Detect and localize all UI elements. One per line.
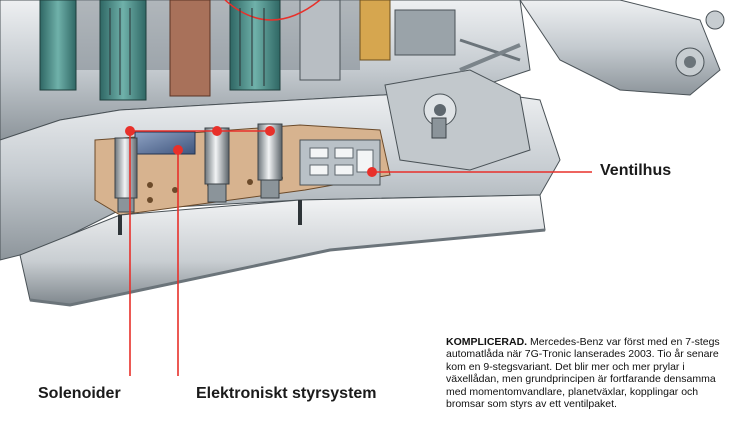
solenoid-1 bbox=[114, 137, 138, 213]
caption-lead: KOMPLICERAD. bbox=[446, 336, 528, 348]
caption: KOMPLICERAD. Mercedes-Benz var först med… bbox=[446, 336, 738, 410]
label-elektroniskt-styrsystem: Elektroniskt styrsystem bbox=[196, 385, 377, 402]
label-ventilhus: Ventilhus bbox=[600, 162, 672, 179]
planetary-gear-set bbox=[39, 0, 456, 101]
solenoid-valves bbox=[114, 123, 283, 213]
callout-dots bbox=[125, 126, 377, 177]
callout-lines bbox=[129, 130, 592, 376]
solenoid-2 bbox=[204, 127, 230, 203]
parking-lock-actuator bbox=[384, 43, 531, 171]
caption-body: Mercedes-Benz var först med en 7-stegs a… bbox=[446, 336, 720, 411]
oil-pan bbox=[19, 194, 546, 307]
upper-housing bbox=[0, 0, 725, 141]
label-solenoider: Solenoider bbox=[38, 385, 121, 402]
solenoid-3 bbox=[257, 123, 283, 199]
control-unit-board bbox=[134, 131, 196, 155]
valve-body bbox=[94, 124, 391, 216]
